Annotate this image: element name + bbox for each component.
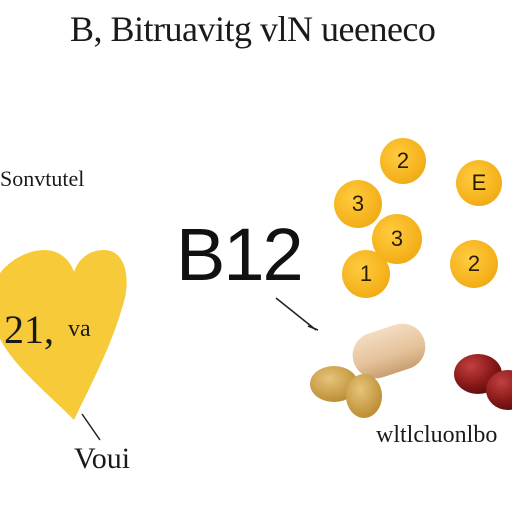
pointer-tick bbox=[307, 325, 319, 331]
pointer-line-center bbox=[275, 297, 317, 331]
coin-label: 2 bbox=[467, 251, 481, 276]
coin-label: 3 bbox=[351, 191, 365, 216]
b12-label: B12 bbox=[176, 213, 304, 296]
pointer-line-heart bbox=[81, 413, 101, 441]
coin-label: 2 bbox=[396, 148, 410, 173]
heart-text-main: 21, bbox=[4, 307, 54, 352]
food-group bbox=[310, 323, 512, 418]
heart-text-side: va bbox=[68, 316, 91, 342]
coin-label: 1 bbox=[359, 261, 373, 286]
bottom-left-label: Voui bbox=[74, 442, 131, 475]
coin-label: 3 bbox=[390, 226, 404, 251]
coin-pill: 2 bbox=[450, 240, 498, 288]
coin-pill: 3 bbox=[334, 180, 382, 228]
coin-label: E bbox=[471, 170, 487, 195]
bean-icon bbox=[454, 354, 512, 410]
coin-pill: 1 bbox=[342, 250, 390, 298]
page-title: B, Bitruavitg vlN ueeneco bbox=[70, 9, 436, 49]
heart-icon bbox=[0, 250, 127, 420]
capsule-icon bbox=[352, 323, 426, 379]
coin-pill: 2 bbox=[380, 138, 426, 184]
nut-icon bbox=[310, 366, 382, 418]
coin-pill: E bbox=[456, 160, 502, 206]
left-label: Sonvtutel bbox=[0, 166, 85, 191]
bottom-right-label: wltlcluonlbo bbox=[376, 422, 498, 448]
